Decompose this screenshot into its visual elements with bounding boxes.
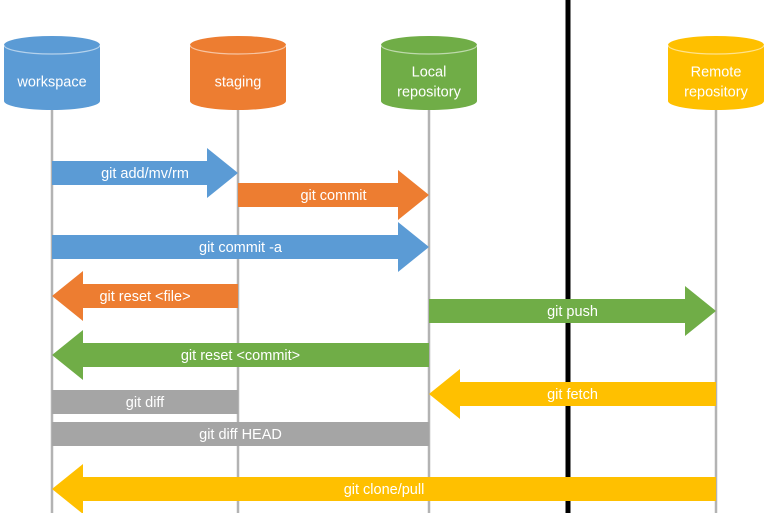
remote-label-line-1: Remote bbox=[691, 65, 742, 81]
git-push-label: git push bbox=[547, 304, 598, 320]
command-arrows: git add/mv/rm git commit git commit -a git … bbox=[52, 148, 716, 513]
git-commit-a-label: git commit -a bbox=[199, 240, 283, 256]
git-push-arrow-shape bbox=[429, 286, 716, 336]
git-fetch-arrow-shape bbox=[429, 369, 716, 419]
git-reset-commit-label: git reset <commit> bbox=[181, 348, 300, 364]
remote-label-line-2: repository bbox=[684, 85, 748, 101]
storage-cylinders: workspace staging Local repository Remote rep… bbox=[3, 36, 765, 110]
git-commit-arrow-shape bbox=[238, 170, 429, 220]
git-reset-commit-arrow: git reset <commit> bbox=[52, 330, 429, 380]
git-add-arrow-shape bbox=[52, 148, 238, 198]
staging-label-line-1: staging bbox=[215, 75, 262, 91]
git-diff-head-arrow-shape bbox=[52, 422, 429, 446]
git-add-label: git add/mv/rm bbox=[101, 166, 189, 182]
git-clone-pull-label: git clone/pull bbox=[344, 482, 425, 498]
git-add-arrow: git add/mv/rm bbox=[52, 148, 238, 198]
local-label-line-2: repository bbox=[397, 85, 461, 101]
git-diff-arrow: git diff bbox=[52, 390, 238, 414]
git-fetch-label: git fetch bbox=[547, 387, 598, 403]
remote-cylinder: Remote repository bbox=[667, 36, 765, 110]
git-diff-label: git diff bbox=[126, 395, 165, 411]
local-label-line-1: Local bbox=[412, 65, 447, 81]
staging-cylinder: staging bbox=[189, 36, 287, 110]
git-fetch-arrow: git fetch bbox=[429, 369, 716, 419]
git-diff-arrow-shape bbox=[52, 390, 238, 414]
git-commit-arrow: git commit bbox=[238, 170, 429, 220]
git-clone-pull-arrow: git clone/pull bbox=[52, 464, 716, 513]
git-commit-a-arrow-shape bbox=[52, 222, 429, 272]
git-diff-head-label: git diff HEAD bbox=[199, 427, 282, 443]
git-reset-file-arrow: git reset <file> bbox=[52, 271, 238, 321]
git-commit-label: git commit bbox=[300, 188, 366, 204]
git-commit-a-arrow: git commit -a bbox=[52, 222, 429, 272]
workspace-label-line-1: workspace bbox=[16, 75, 86, 91]
git-reset-file-arrow-shape bbox=[52, 271, 238, 321]
workspace-cylinder: workspace bbox=[3, 36, 101, 110]
git-reset-commit-arrow-shape bbox=[52, 330, 429, 380]
git-reset-file-label: git reset <file> bbox=[99, 289, 190, 305]
git-push-arrow: git push bbox=[429, 286, 716, 336]
git-clone-pull-arrow-shape bbox=[52, 464, 716, 513]
local-cylinder: Local repository bbox=[380, 36, 478, 110]
git-diff-head-arrow: git diff HEAD bbox=[52, 422, 429, 446]
